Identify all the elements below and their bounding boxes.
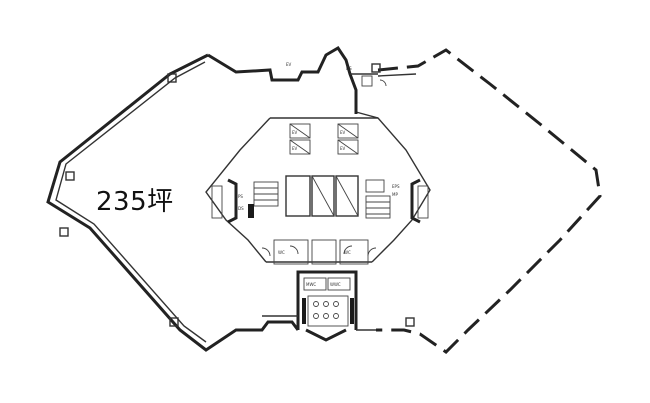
- north-corridor: [350, 73, 387, 114]
- room-label: DS: [238, 206, 244, 211]
- room-label: EV: [340, 146, 346, 151]
- room-label: WC: [278, 250, 285, 255]
- room-label: EV: [286, 62, 292, 67]
- room-label: PS: [238, 194, 243, 199]
- room-label: WWC: [330, 282, 341, 287]
- central-core: [205, 111, 431, 265]
- room-label: MP: [392, 192, 398, 197]
- south-corridor: [262, 270, 376, 342]
- floor-area-label: 235坪: [96, 187, 174, 217]
- room-label: MWC: [306, 282, 316, 287]
- room-label: EV: [292, 130, 298, 135]
- room-labels: EV EV EV EV PS DS WC WC MWC WWC EPS MP E…: [238, 62, 400, 287]
- room-label: EV: [292, 146, 298, 151]
- right-wing-outline: [371, 48, 602, 354]
- room-label: DS: [346, 66, 352, 71]
- room-label: WC: [344, 250, 351, 255]
- room-label: EPS: [392, 184, 400, 189]
- room-label: EV: [340, 130, 346, 135]
